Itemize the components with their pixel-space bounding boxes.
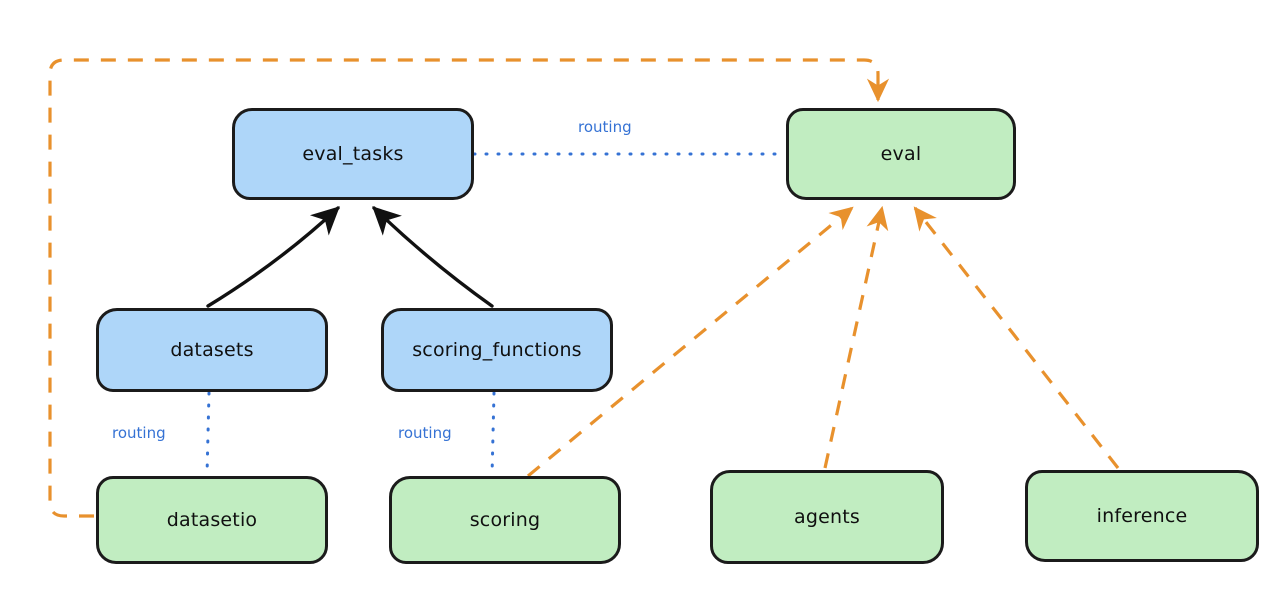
node-label-scoring: scoring [469, 508, 541, 531]
edge-scoring_functions-to-scoring [490, 391, 496, 478]
node-datasets[interactable]: datasets [96, 308, 328, 392]
node-label-datasets: datasets [170, 338, 254, 361]
edge-inference-to-eval [913, 206, 1120, 469]
edge-scoring_functions-to-eval_tasks [372, 206, 494, 308]
edge-label-routing-sf-scoring: routing [398, 424, 452, 442]
edge-datasetio-to-eval [48, 58, 890, 518]
node-inference[interactable]: inference [1025, 470, 1259, 562]
node-eval_tasks[interactable]: eval_tasks [232, 108, 474, 200]
node-label-eval_tasks: eval_tasks [302, 142, 404, 165]
node-label-scoring_functions: scoring_functions [412, 338, 582, 361]
node-label-eval: eval [880, 142, 922, 165]
node-scoring[interactable]: scoring [389, 476, 621, 564]
node-scoring_functions[interactable]: scoring_functions [381, 308, 613, 392]
node-eval[interactable]: eval [786, 108, 1016, 200]
edge-agents-to-eval [823, 205, 889, 469]
node-agents[interactable]: agents [710, 470, 944, 564]
edge-label-routing-eval_tasks-eval: routing [578, 118, 632, 136]
edge-datasets-to-eval_tasks [206, 206, 340, 308]
node-label-datasetio: datasetio [166, 508, 258, 531]
node-label-agents: agents [794, 505, 860, 528]
node-label-inference: inference [1096, 504, 1188, 527]
node-datasetio[interactable]: datasetio [96, 476, 328, 564]
edge-datasets-to-datasetio [205, 391, 211, 477]
edge-label-routing-datasets-datasetio: routing [112, 424, 166, 442]
